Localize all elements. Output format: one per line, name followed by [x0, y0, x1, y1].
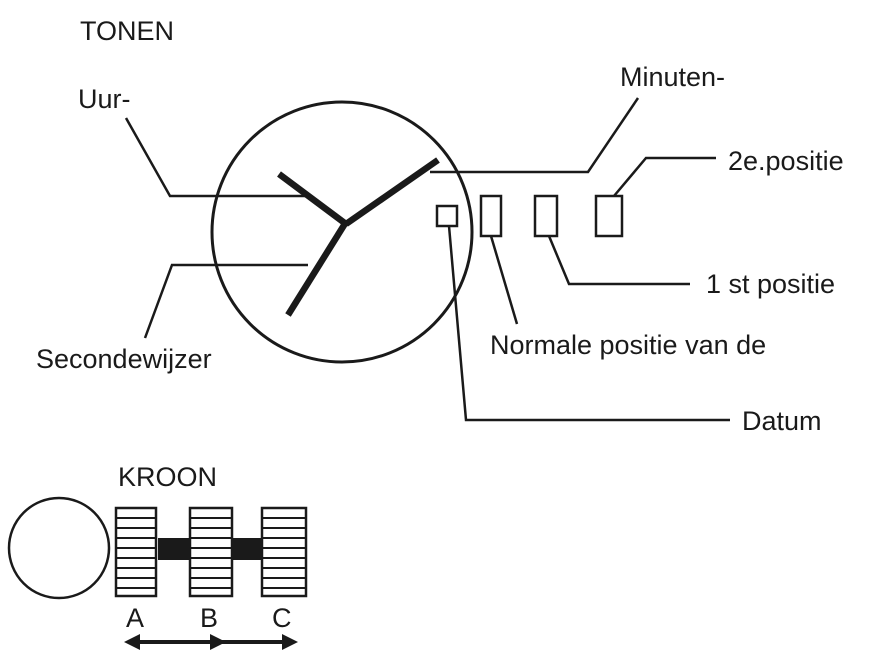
crown-gear-b	[188, 506, 234, 598]
hour-hand	[277, 171, 348, 227]
crown-shaft-2	[233, 538, 263, 560]
watch-dial	[210, 100, 474, 364]
second-position-leader-line	[613, 156, 716, 197]
second-hand	[285, 220, 349, 317]
minute-hand	[344, 157, 440, 227]
date-leader-line	[447, 225, 730, 422]
first-position-leader-line	[547, 235, 690, 286]
diagram-title: TONEN	[80, 16, 174, 46]
hour-label: Uur-	[78, 84, 131, 114]
second-hand-label: Secondewijzer	[36, 344, 212, 374]
crown-position-b: B	[200, 603, 218, 633]
crown-position-a: A	[126, 603, 144, 633]
crown-arrow-b-c	[218, 634, 298, 650]
normal-position-box	[479, 194, 503, 238]
second-position-box	[594, 194, 624, 238]
hour-leader-line	[124, 117, 306, 198]
crown-title: KROON	[118, 462, 217, 492]
date-label: Datum	[742, 406, 822, 436]
crown-knob	[7, 496, 111, 600]
minute-label: Minuten-	[620, 62, 725, 92]
normal-position-leader-line	[489, 235, 519, 325]
crown-arrow-a-b	[124, 634, 226, 650]
second-hand-leader-line	[143, 263, 308, 339]
crown-gear-c	[260, 506, 308, 598]
crown-gear-a	[114, 506, 158, 598]
crown-shaft-1	[158, 538, 192, 560]
crown-position-c: C	[272, 603, 292, 633]
minute-leader-line	[430, 97, 640, 174]
first-position-label: 1 st positie	[706, 269, 835, 299]
date-position-box	[435, 204, 459, 228]
first-position-box	[533, 194, 559, 238]
normal-position-label: Normale positie van de	[490, 330, 766, 360]
second-position-label: 2e.positie	[728, 146, 844, 176]
